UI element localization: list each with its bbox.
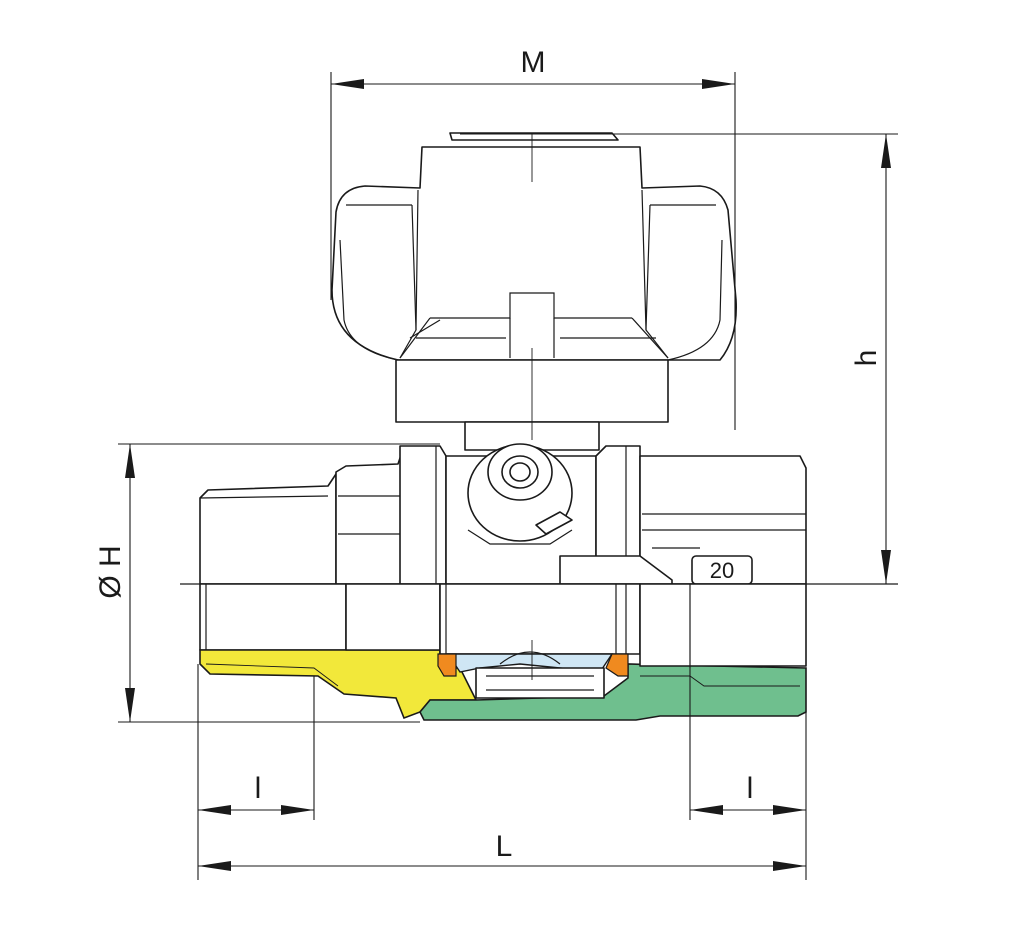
seal-left: [437, 653, 457, 677]
size-marking: 20: [710, 558, 734, 583]
dimension-l-right: l: [689, 668, 807, 880]
dimension-h: h: [460, 133, 898, 585]
dimension-l-left: l: [197, 664, 315, 880]
female-end-section: [419, 663, 807, 721]
left-hex: [335, 451, 403, 585]
dimension-m: M: [330, 46, 736, 430]
seal-right: [605, 653, 629, 677]
dimension-length: L: [198, 830, 806, 871]
handle-body: [331, 146, 737, 361]
male-thread-end: [199, 473, 337, 585]
valve-section: [180, 583, 898, 721]
dimension-label-l-right: l: [747, 772, 754, 805]
dimension-label-length: L: [496, 830, 513, 863]
valve-body-exterior: 20: [199, 443, 807, 585]
dimension-label-l-left: l: [255, 772, 262, 805]
dimension-label-diameter: Ø H: [94, 545, 127, 598]
left-flange: [399, 445, 447, 585]
butterfly-handle: [331, 132, 737, 451]
dimension-diameter: Ø H: [94, 443, 440, 723]
dimension-label-h: h: [850, 350, 883, 367]
dimension-label-m: M: [521, 46, 546, 79]
handle-cap: [449, 132, 619, 141]
